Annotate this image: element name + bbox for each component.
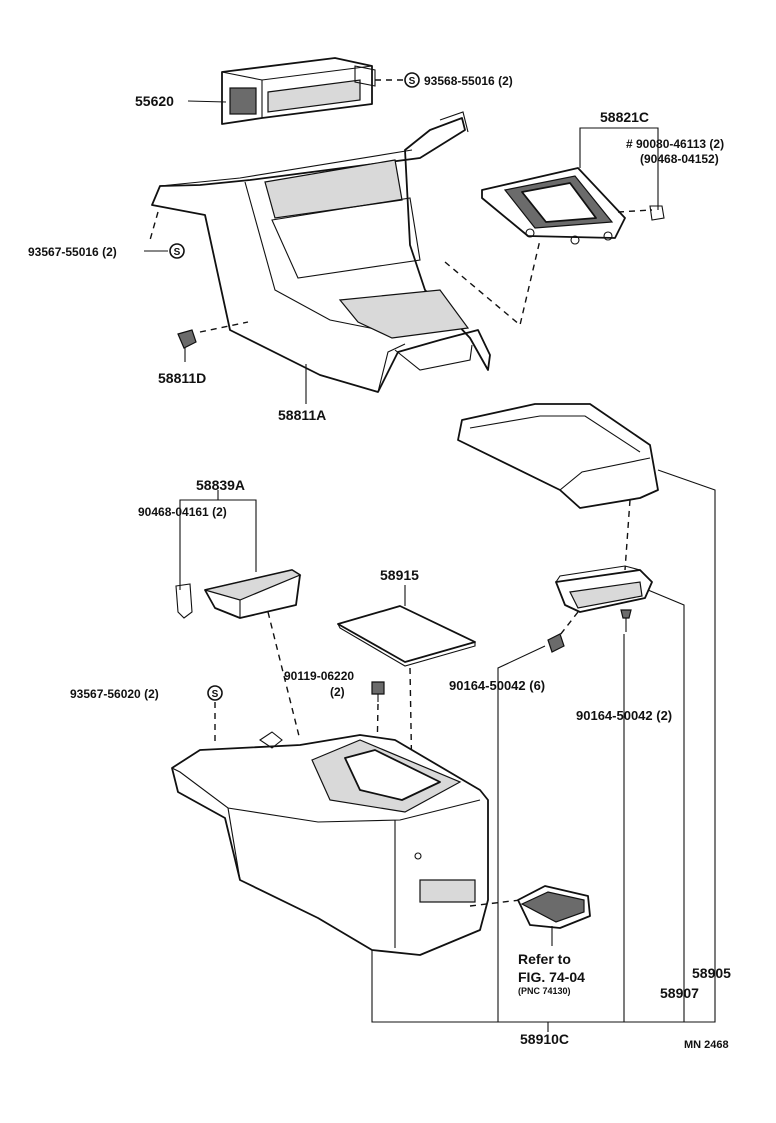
label-90164-50042-2: 90164-50042 (2) <box>576 708 672 723</box>
mat-58915 <box>337 605 476 667</box>
dash-clip <box>199 321 249 333</box>
armrest-lid-58905 <box>457 403 659 509</box>
dash-shift-screw <box>617 209 653 213</box>
s-symbol-lower-screw-icon <box>207 685 223 701</box>
dash-mat <box>409 667 413 787</box>
label-90468-04161: 90468-04161 (2) <box>138 505 227 519</box>
label-90164-50042-6: 90164-50042 (6) <box>449 678 545 693</box>
clip-58811D-icon <box>177 329 197 362</box>
bolt-90119-icon <box>371 681 385 702</box>
screw-hinge-a-icon <box>547 633 565 653</box>
label-93567-56020: 93567-56020 (2) <box>70 687 159 701</box>
dash-hinge-screw-a <box>559 611 579 636</box>
ashtray-part <box>517 885 591 929</box>
upper-console-58811A <box>151 111 491 393</box>
s-symbol-upper-screw-icon <box>169 243 185 259</box>
dash-shift-panel <box>444 239 541 327</box>
label-58811D: 58811D <box>158 370 206 386</box>
leader-58907 <box>647 589 685 1022</box>
label-refer-to: Refer to <box>518 951 571 967</box>
label-90080-46113: # 90080-46113 (2) <box>626 137 724 151</box>
dash-ashtray <box>469 899 521 907</box>
label-58905: 58905 <box>692 965 731 981</box>
label-pnc-74130: (PNC 74130) <box>518 986 571 996</box>
label-90119-06220: 90119-06220 <box>284 669 354 683</box>
lid-clip-icon <box>175 583 193 619</box>
bracket-58821C <box>579 127 659 210</box>
dash-armrest-hinge <box>624 499 631 571</box>
lower-console-58910C <box>171 731 489 956</box>
label-58907: 58907 <box>660 985 699 1001</box>
lid-bracket-58839A <box>204 569 302 619</box>
label-93568-55016: 93568-55016 (2) <box>424 74 513 88</box>
label-58811A: 58811A <box>278 407 326 423</box>
label-fig-74-04: FIG. 74-04 <box>518 969 585 985</box>
label-58821C: 58821C <box>600 109 649 125</box>
hinge-58907 <box>555 565 653 613</box>
s-symbol-text: S <box>174 247 181 258</box>
radio-box-55620 <box>221 57 376 125</box>
leader-55620 <box>187 100 227 103</box>
bracket-58910C <box>371 469 716 1023</box>
shift-panel-58821C <box>481 167 626 245</box>
screw-shift-icon <box>649 205 665 221</box>
label-55620: 55620 <box>135 93 174 109</box>
screw-hinge-b-icon <box>620 609 632 632</box>
label-bolt-qty: (2) <box>330 685 345 699</box>
label-58839A: 58839A <box>196 477 245 493</box>
label-58915: 58915 <box>380 567 419 583</box>
label-93567-55016: 93567-55016 (2) <box>28 245 117 259</box>
diagram-id: MN 2468 <box>684 1039 729 1051</box>
s-symbol-radio-screw-icon <box>404 72 420 88</box>
label-58910C: 58910C <box>520 1031 569 1047</box>
s-symbol-text: S <box>212 689 219 700</box>
label-90468-04152: (90468-04152) <box>640 152 719 166</box>
s-symbol-text: S <box>409 76 416 87</box>
leader-90164-a <box>497 645 546 1022</box>
dash-upper-screw <box>149 211 159 241</box>
